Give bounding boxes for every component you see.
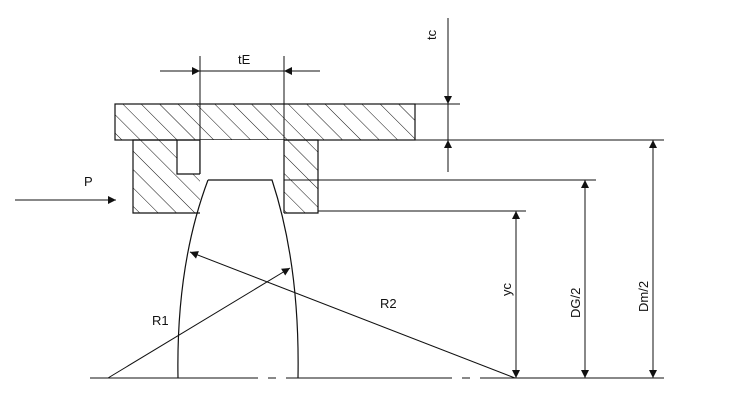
lower-body (132, 139, 319, 215)
yc-label: yc (499, 283, 514, 297)
te-dimension (160, 56, 320, 140)
te-label: tE (238, 52, 251, 67)
gasket-section (177, 179, 299, 379)
top-plate (114, 103, 416, 141)
dg2-label: DG/2 (568, 288, 583, 318)
load-label: P (84, 174, 93, 189)
dm2-label: Dm/2 (636, 281, 651, 312)
r2-label: R2 (380, 296, 397, 311)
radius-lines (107, 251, 516, 379)
reference-lines (90, 103, 664, 379)
r1-label: R1 (152, 313, 169, 328)
tc-label: tc (424, 29, 439, 40)
